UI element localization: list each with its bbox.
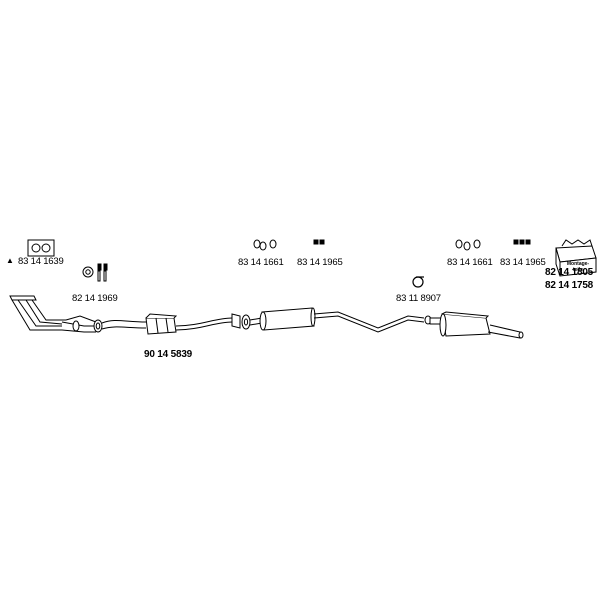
front-pipe (9, 295, 97, 333)
kit-box-line2: teile (573, 267, 583, 273)
tail-pipe (487, 324, 524, 339)
part-number-gasket-front: 83 14 1639 (18, 256, 64, 267)
part-number-mounting-kit-b: 82 14 1758 (545, 280, 594, 291)
hangers-icon-rear (455, 239, 481, 251)
part-number-mounting-kit-a: 82 14 1805 (545, 267, 594, 278)
kit-box-line1: Montage- (567, 261, 590, 267)
clamps-icon-mid (313, 239, 325, 245)
part-number-catalytic-pipe: 90 14 5839 (144, 349, 193, 360)
ring-and-bolts-icon (82, 263, 108, 282)
gasket-icon (27, 239, 55, 257)
intermediate-pipe (313, 311, 425, 333)
mid-flange (231, 313, 251, 330)
part-number-hangers-mid: 83 14 1661 (238, 257, 284, 268)
catalytic-converter (145, 313, 178, 335)
part-number-clamps-rear: 83 14 1965 (500, 257, 546, 268)
clamp-icon-rear (412, 276, 424, 288)
mounting-kit-box-icon (555, 239, 597, 277)
front-flange (93, 319, 103, 333)
part-number-clamp-rear: 83 11 8907 (396, 293, 441, 304)
rear-connector (424, 315, 443, 325)
clamps-icon-rear (513, 239, 531, 245)
part-number-clamps-mid: 83 14 1965 (297, 257, 343, 268)
triangle-marker: ▲ (6, 256, 14, 265)
part-number-hangers-rear: 83 14 1661 (447, 257, 493, 268)
part-number-mount-kit-front: 82 14 1969 (72, 293, 118, 304)
pipe-after-cat (175, 317, 233, 331)
hangers-icon-mid (253, 239, 277, 251)
pipe-to-cat (101, 319, 147, 330)
center-silencer (259, 307, 316, 331)
rear-silencer (439, 311, 491, 337)
